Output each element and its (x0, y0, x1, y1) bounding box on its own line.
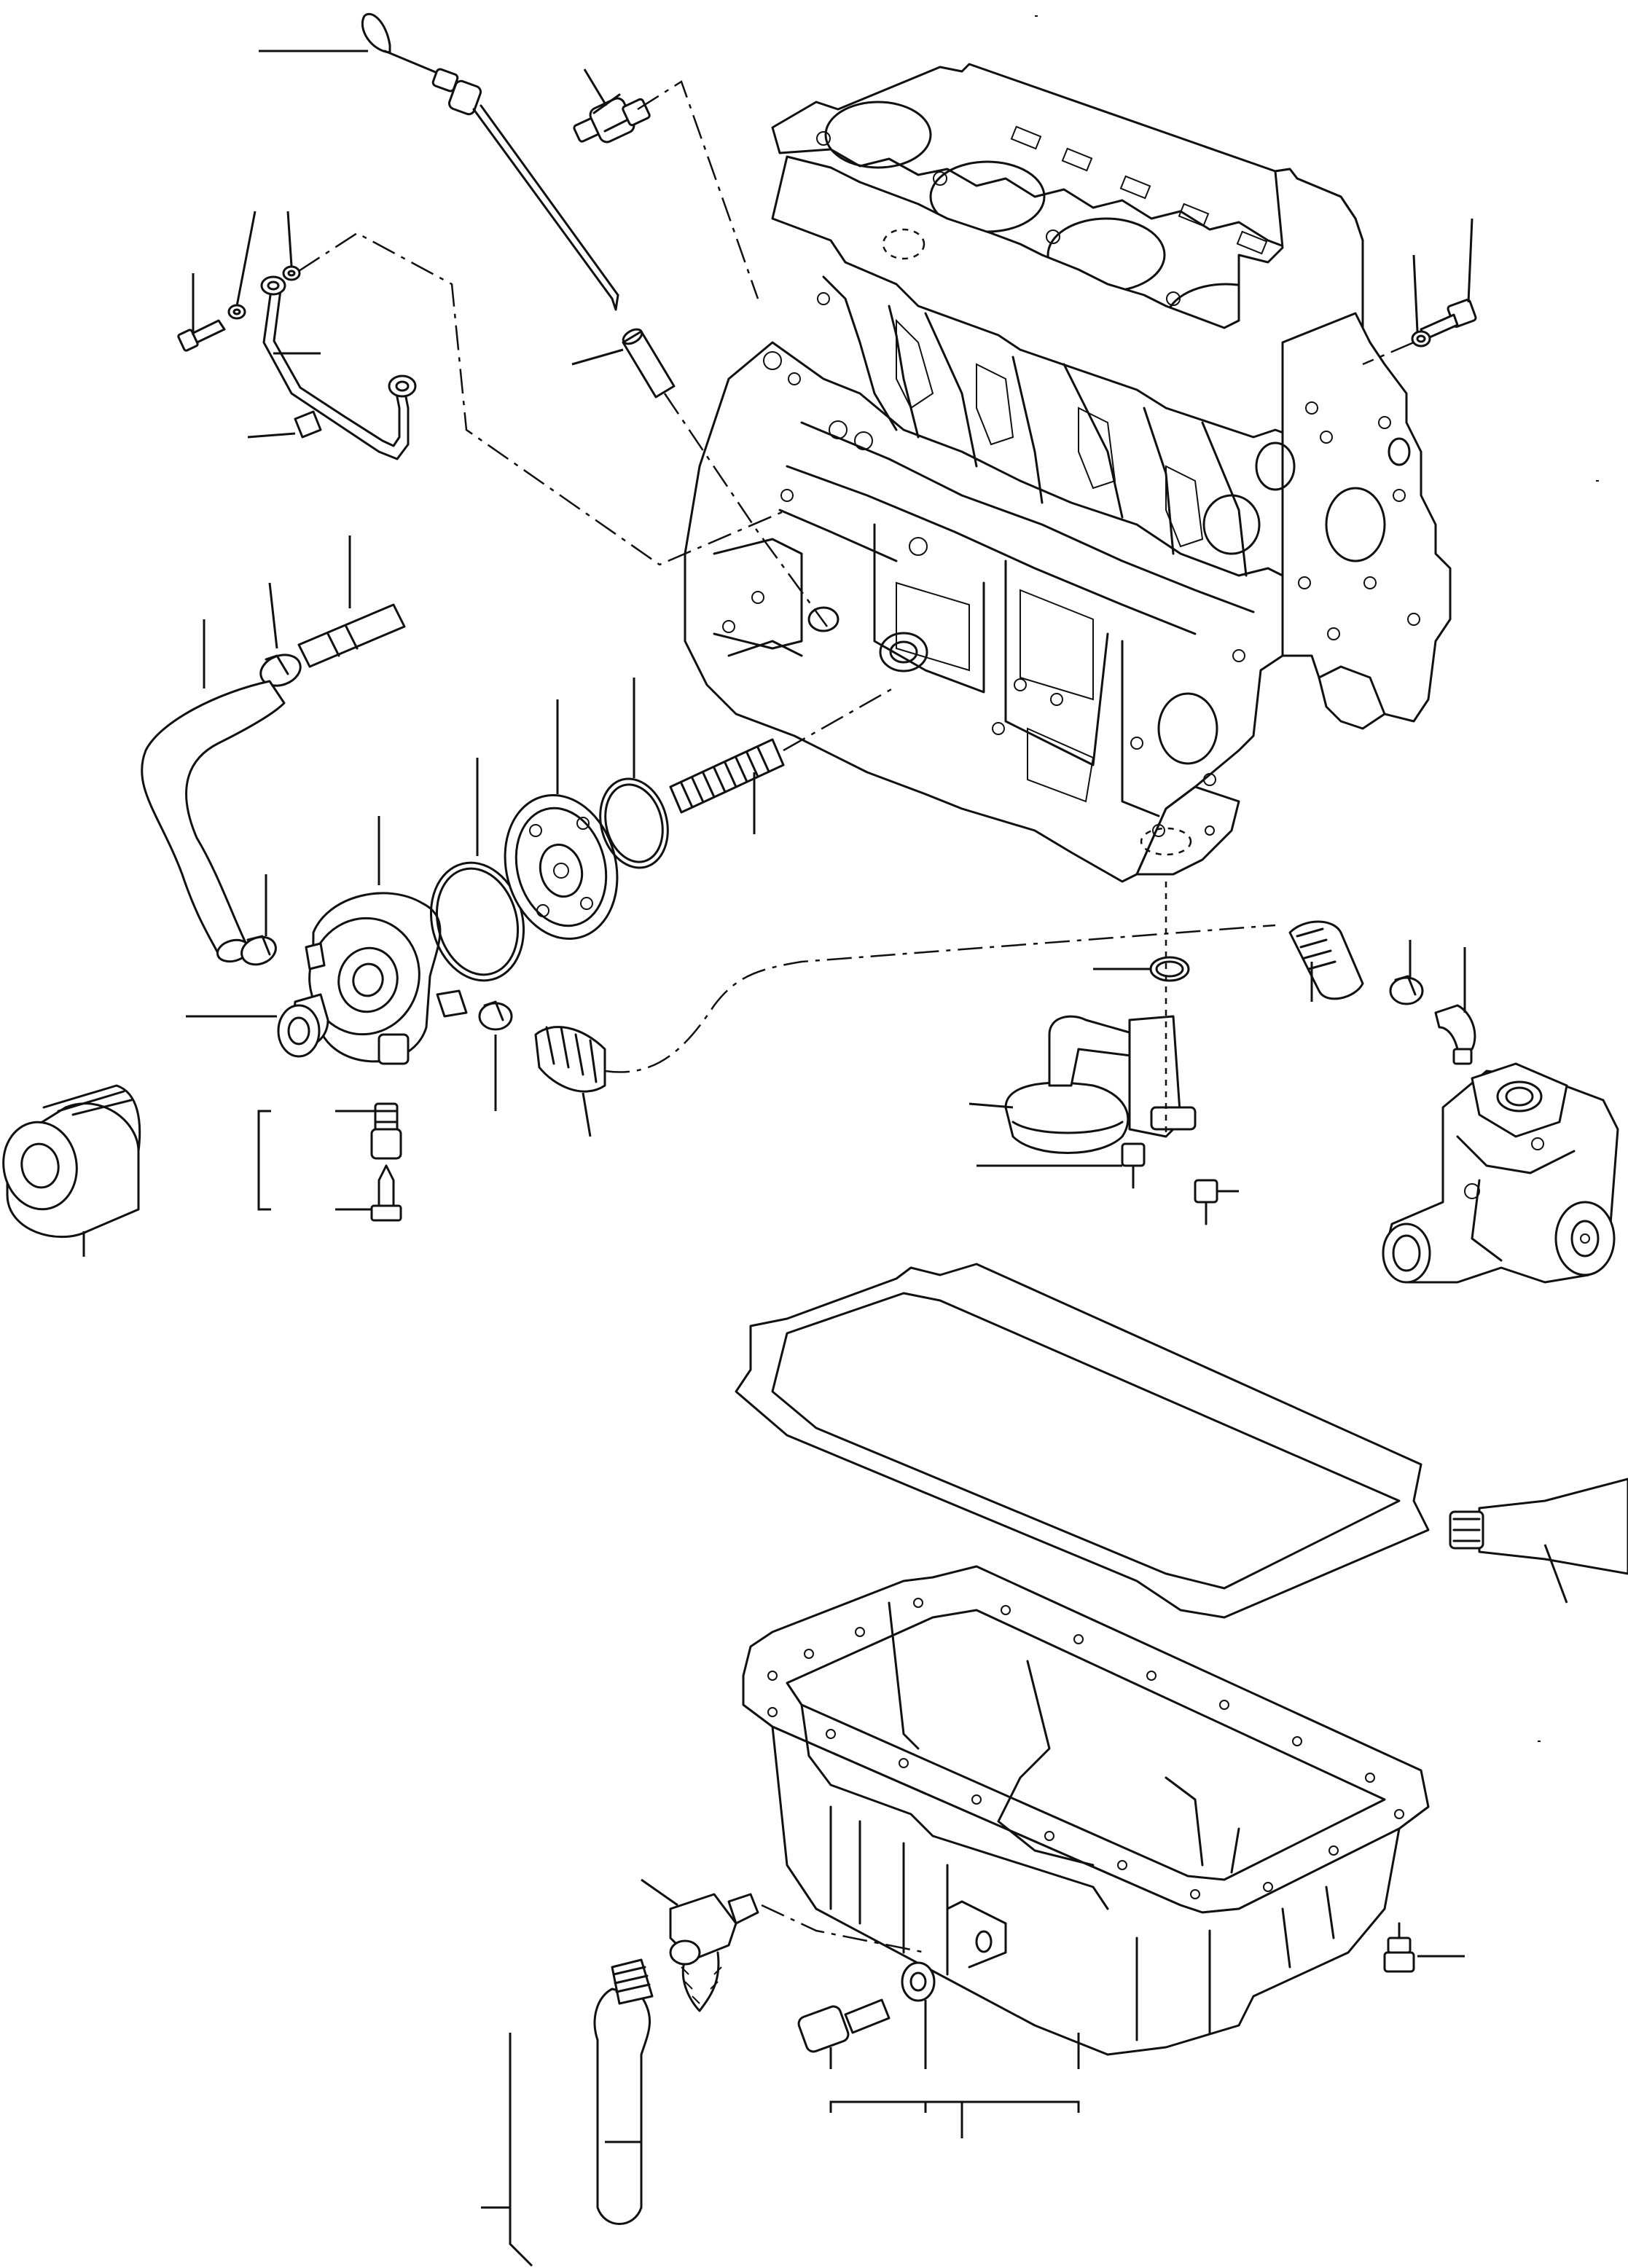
strainer-bolt (1194, 1179, 1218, 1225)
leader-line (247, 432, 296, 439)
guide-line (663, 393, 829, 627)
drain-hose (593, 1958, 654, 2225)
banjo-bolt (177, 319, 226, 352)
strainer-o-ring (1149, 956, 1190, 982)
leader-line (235, 211, 257, 307)
cooler-plate (504, 793, 619, 941)
oil-pan (742, 1565, 1430, 2056)
leader-line (509, 2033, 533, 2267)
drain-valve (669, 1893, 759, 2012)
leader-line (286, 211, 293, 267)
hose-clamp (259, 654, 302, 687)
pump-hose (1288, 920, 1364, 1000)
nut (370, 1164, 402, 1222)
hose-clamp (478, 1000, 513, 1031)
hose-clamp (1389, 975, 1424, 1005)
guide-line (637, 80, 759, 299)
guide-line (783, 687, 893, 752)
leader-line (968, 1102, 1014, 1109)
drain-washer (901, 1961, 936, 2002)
guide-line (761, 1904, 926, 1954)
copper-washer (227, 304, 246, 320)
side-washer (1411, 330, 1431, 348)
leader-line (829, 2100, 1080, 2113)
oil-dipstick (361, 12, 619, 311)
oil-cooler (305, 892, 468, 1065)
leader-line (1543, 1544, 1568, 1604)
o-ring-large (599, 777, 669, 869)
side-bolt (1420, 299, 1477, 341)
strainer-bolt (1121, 1142, 1146, 1189)
threaded-stud (669, 738, 785, 814)
cylinder-block (684, 63, 1452, 883)
cooler-hose (534, 1026, 606, 1093)
leader-line (571, 348, 624, 366)
leader-line (641, 1878, 678, 1907)
leader-line (268, 582, 278, 649)
oil-pipe (260, 275, 417, 460)
water-pump (1382, 1062, 1619, 1284)
guide-line (604, 924, 1276, 1073)
drain-plug (797, 1998, 891, 2053)
leader-line (583, 68, 608, 106)
hose-nipple (297, 603, 406, 668)
copper-washer (282, 265, 301, 281)
guide-line (1362, 341, 1414, 366)
guide-line (298, 232, 788, 566)
elbow-fitting (1434, 1004, 1476, 1065)
oil-hose (141, 680, 286, 963)
pan-bolt (1383, 1922, 1415, 1973)
oil-strainer (1004, 1015, 1197, 1154)
oil-pan-gasket (735, 1263, 1430, 1619)
oil-filter (2, 1084, 141, 1239)
leader-line (1412, 254, 1419, 332)
relief-valve (277, 993, 329, 1058)
leader-line (257, 1110, 271, 1211)
hose-clamp (240, 935, 277, 966)
oil-pressure-switch (573, 93, 651, 144)
union-bolt (370, 1102, 402, 1160)
leader-line (582, 1092, 592, 1137)
pipe-clamp (294, 410, 322, 439)
dipstick-guide-pipe (622, 328, 676, 399)
leader-line (1467, 218, 1474, 303)
liquid-gasket-tube (1449, 1478, 1628, 1575)
